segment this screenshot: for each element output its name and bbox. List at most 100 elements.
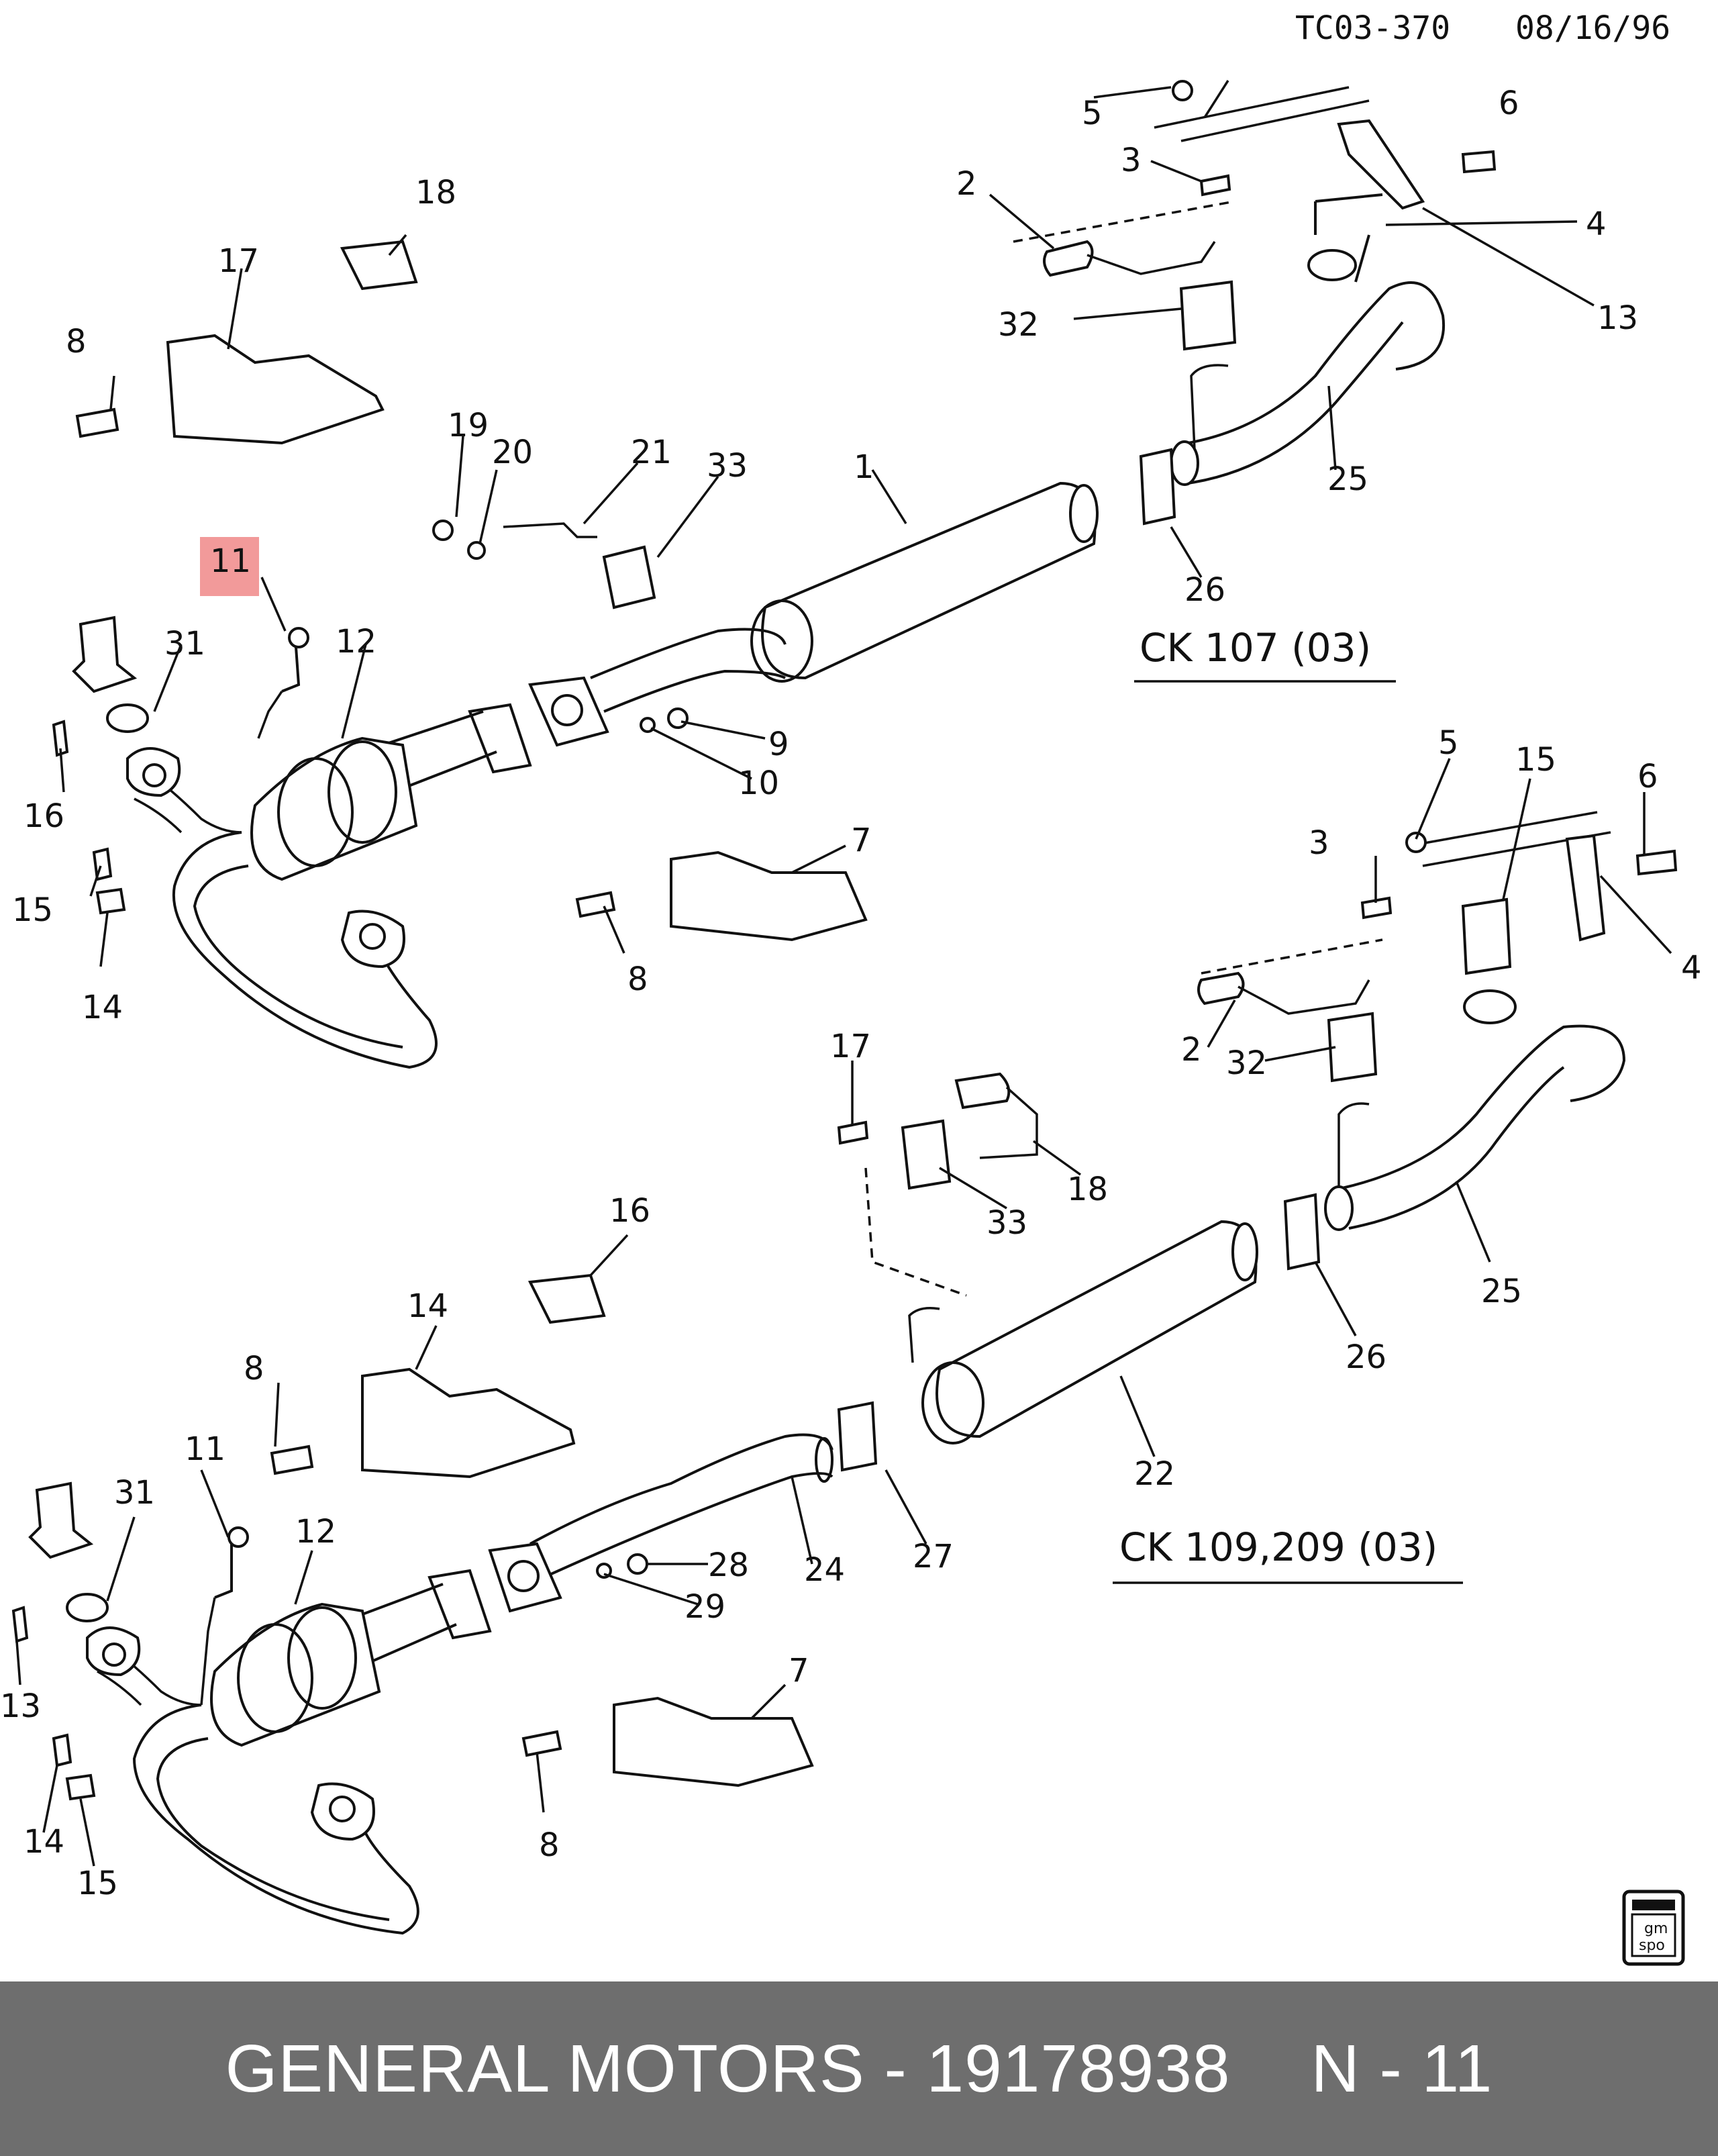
callout-16: 13 xyxy=(0,1687,41,1725)
bolt xyxy=(1461,150,1497,174)
callout-8: 8 xyxy=(539,1826,560,1864)
hanger-insulator xyxy=(602,545,656,609)
frame-bracket xyxy=(1337,119,1425,210)
logo-text-gm: gm xyxy=(1644,1920,1668,1937)
nut xyxy=(95,887,126,915)
callout-11: 11 xyxy=(185,1430,225,1468)
muffler-end xyxy=(921,1361,984,1444)
drawing-date: 08/16/96 xyxy=(1515,9,1670,47)
stud xyxy=(52,720,69,757)
leader-lines xyxy=(59,80,1595,967)
brand-name: GENERAL MOTORS xyxy=(225,2030,865,2106)
nut xyxy=(432,520,454,541)
frame-rail xyxy=(1154,86,1370,142)
nut xyxy=(667,707,689,729)
hanger-insulator xyxy=(1179,280,1237,351)
variant-caption-bottom: CK 109,209 (03) xyxy=(1119,1524,1437,1570)
nut xyxy=(1172,80,1193,101)
hanger-insulator xyxy=(1461,897,1512,975)
callout-19: 19 xyxy=(448,407,489,444)
gasket xyxy=(427,1569,492,1640)
callout-27: 27 xyxy=(913,1538,954,1575)
callout-31: 31 xyxy=(164,625,205,663)
exhaust-manifold-outlet xyxy=(72,616,138,693)
callout-7: 7 xyxy=(851,822,872,859)
callout-29: 28 xyxy=(708,1547,749,1584)
tailpipe-hanger xyxy=(1337,1102,1370,1188)
callout-32: 32 xyxy=(998,306,1039,344)
callout-25: 25 xyxy=(1481,1273,1522,1310)
callout-12: 12 xyxy=(336,623,376,660)
clamp xyxy=(837,1401,878,1472)
callout-11-highlighted: 11 xyxy=(210,542,251,580)
sensor-nut xyxy=(288,627,309,648)
variant-caption-top: CK 107 (03) xyxy=(1140,625,1371,671)
seal-ring xyxy=(106,703,149,733)
callout-14: 15 xyxy=(77,1865,118,1902)
mount-centerline xyxy=(1201,938,1383,975)
callout-10: 10 xyxy=(738,765,779,802)
bolt xyxy=(1360,896,1393,920)
callout-1: 1 xyxy=(854,448,874,486)
exhaust-manifold-outlet xyxy=(28,1481,94,1559)
muffler-hanger xyxy=(908,1307,940,1363)
tailpipe-end xyxy=(1324,1185,1354,1231)
nut xyxy=(1405,832,1427,853)
pipe-end xyxy=(815,1437,833,1483)
callout-14: 14 xyxy=(82,989,123,1026)
callout-15: 14 xyxy=(23,1823,64,1861)
stud xyxy=(11,1606,29,1643)
hanger-bracket xyxy=(954,1072,1011,1110)
callout-20: 20 xyxy=(492,434,533,471)
callout-28: 24 xyxy=(804,1551,845,1589)
callout-9: 9 xyxy=(768,726,789,763)
exhaust-parts-diagram: TC03-370 08/16/96 xyxy=(0,9,1702,1966)
bolt xyxy=(75,407,119,438)
part-number: 19178938 xyxy=(926,2030,1231,2106)
intermediate-pipe xyxy=(529,1433,833,1579)
callout-6: 6 xyxy=(1499,85,1519,122)
tailpipe xyxy=(1342,1024,1626,1230)
y-pipe xyxy=(132,1704,419,1935)
flange-hole xyxy=(142,763,166,787)
hanger-insulator xyxy=(901,1119,952,1190)
callout-17: 14 xyxy=(407,1287,448,1325)
sensor-nut xyxy=(228,1526,249,1548)
converter-shell xyxy=(237,1623,313,1733)
separator: - xyxy=(864,2030,927,2106)
bolt xyxy=(837,1120,869,1145)
clamp xyxy=(1283,1193,1321,1271)
hanger-rod xyxy=(503,522,597,538)
bottom-diagram: 5 15 6 3 4 2 32 25 26 17 18 33 22 27 24 … xyxy=(0,724,1702,1935)
heat-shield-clip xyxy=(527,1273,606,1324)
callout-reference: N - 11 xyxy=(1311,2030,1493,2106)
flange-hole xyxy=(329,1796,356,1822)
mount-outline xyxy=(1314,193,1383,283)
tailpipe-inlet xyxy=(1463,989,1517,1024)
callout-17: 17 xyxy=(218,242,259,280)
y-pipe xyxy=(172,831,438,1069)
callout-23: 18 xyxy=(1067,1171,1108,1208)
heat-shield xyxy=(166,334,385,445)
top-diagram: 11 5 6 3 4 2 13 32 25 26 1 33 21 20 19 1… xyxy=(12,80,1638,1069)
flange-hole xyxy=(359,923,386,950)
spring xyxy=(52,1733,72,1767)
callout-13: 13 xyxy=(1597,299,1638,337)
hanger-rod xyxy=(1237,979,1370,1015)
clamp xyxy=(1139,448,1176,526)
callout-18: 16 xyxy=(609,1192,650,1230)
callout-7: 7 xyxy=(789,1652,809,1689)
callout-12: 12 xyxy=(295,1513,336,1551)
callout-5: 5 xyxy=(1082,95,1103,132)
callout-2: 2 xyxy=(956,165,977,203)
bolt xyxy=(1635,849,1678,876)
drawing-code: TC03-370 xyxy=(1295,9,1450,47)
callout-21: 21 xyxy=(631,434,672,471)
hanger-bracket xyxy=(1197,971,1245,1006)
tailpipe xyxy=(1187,281,1446,485)
seal-ring xyxy=(66,1593,109,1622)
converter-shell xyxy=(287,1606,357,1710)
heat-shield xyxy=(361,1367,576,1479)
callout-16: 16 xyxy=(23,797,64,835)
callout-32: 32 xyxy=(1226,1044,1267,1082)
